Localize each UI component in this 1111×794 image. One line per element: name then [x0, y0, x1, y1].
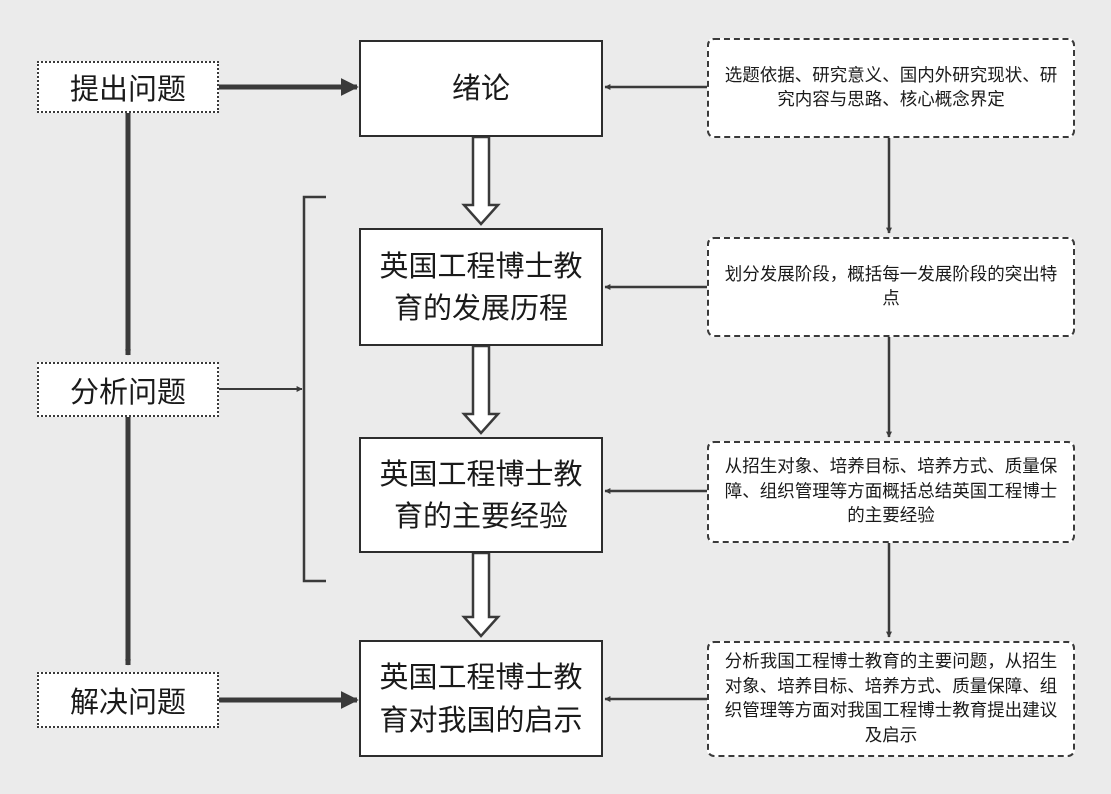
note-experience-text: 从招生对象、培养目标、培养方式、质量保障、组织管理等方面概括总结英国工程博士的主…	[724, 457, 1058, 527]
block-arrow-experience-to-implications	[461, 551, 501, 638]
phase-raise-label: 提出问题	[69, 72, 186, 106]
stage-implications-label: 英国工程博士教育对我国的启示	[379, 660, 583, 737]
note-history-text: 划分发展阶段，概括每一发展阶段的突出特点	[724, 264, 1058, 310]
stage-experience-label: 英国工程博士教育的主要经验	[379, 456, 583, 533]
stage-history-label: 英国工程博士教育的发展历程	[379, 248, 583, 325]
phase-raise-box: 提出问题	[37, 61, 219, 113]
note-intro-box: 选题依据、研究意义、国内外研究现状、研究内容与思路、核心概念界定	[707, 38, 1075, 138]
stage-implications-box: 英国工程博士教育对我国的启示	[359, 640, 603, 757]
stage-intro-box: 绪论	[359, 40, 603, 137]
note-implications-box: 分析我国工程博士教育的主要问题，从招生对象、培养目标、培养方式、质量保障、组织管…	[707, 641, 1075, 757]
note-experience-box: 从招生对象、培养目标、培养方式、质量保障、组织管理等方面概括总结英国工程博士的主…	[707, 441, 1075, 543]
note-history-box: 划分发展阶段，概括每一发展阶段的突出特点	[707, 237, 1075, 337]
stage-experience-box: 英国工程博士教育的主要经验	[359, 437, 603, 553]
stage-history-box: 英国工程博士教育的发展历程	[359, 228, 603, 346]
phase-analyze-box: 分析问题	[37, 362, 219, 417]
block-arrow-history-to-experience	[461, 344, 501, 435]
block-arrow-intro-to-history	[461, 135, 501, 226]
phase-solve-box: 解决问题	[37, 672, 219, 728]
phase-analyze-label: 分析问题	[69, 374, 186, 409]
note-intro-text: 选题依据、研究意义、国内外研究现状、研究内容与思路、核心概念界定	[724, 65, 1058, 111]
stage-intro-label: 绪论	[451, 71, 510, 106]
note-implications-text: 分析我国工程博士教育的主要问题，从招生对象、培养目标、培养方式、质量保障、组织管…	[724, 652, 1058, 746]
analysis-bracket	[302, 195, 326, 583]
phase-solve-label: 解决问题	[69, 685, 186, 719]
